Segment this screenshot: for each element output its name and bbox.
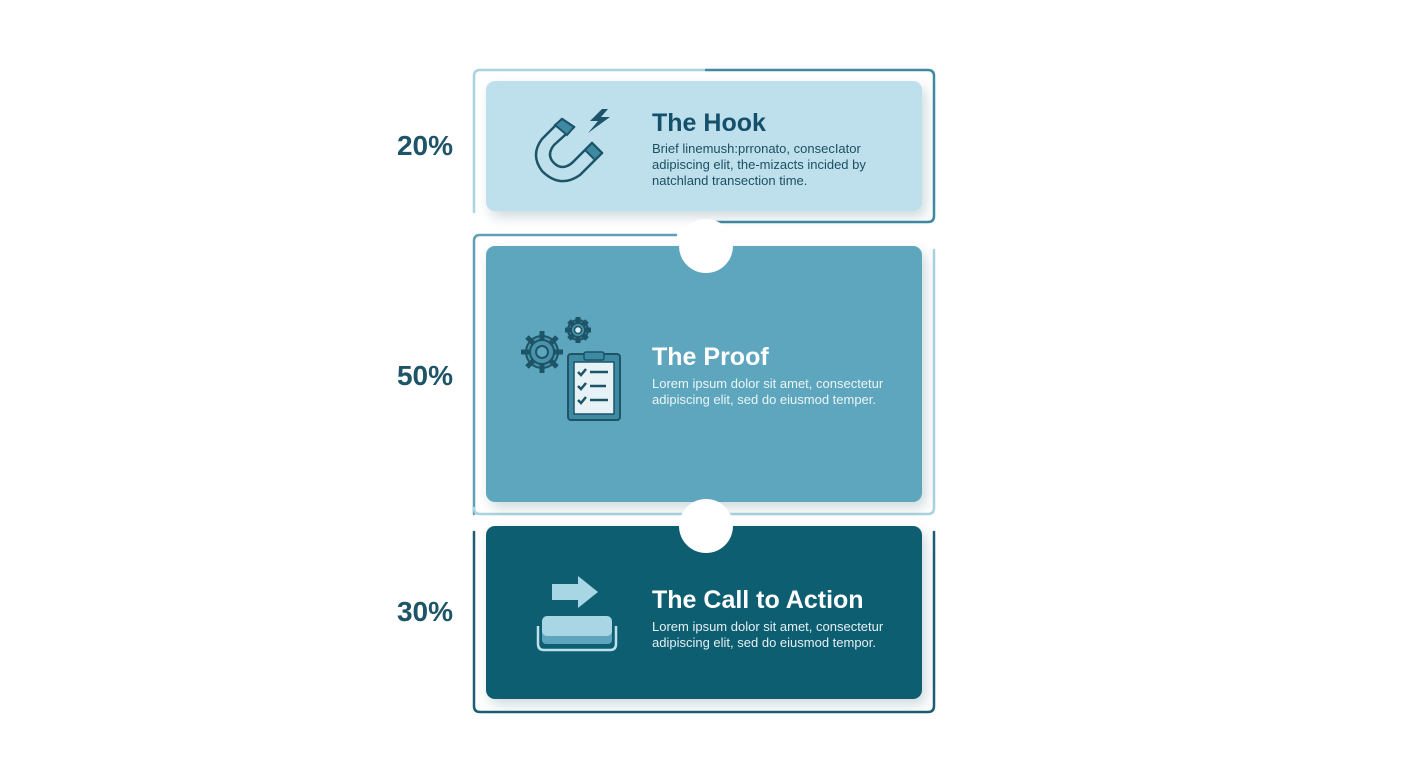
stage-percent: 30%: [396, 596, 454, 627]
stage-title: The Proof: [652, 343, 769, 371]
notch: [679, 219, 733, 273]
stage-card-proof: The Proof Lorem ipsum dolor sit amet, co…: [486, 219, 922, 502]
stage-percent: 20%: [396, 130, 454, 161]
stage-title: The Hook: [652, 109, 766, 137]
stage-description: Lorem ipsum dolor sit amet, consectetur …: [652, 376, 884, 407]
magnet-icon: [534, 109, 610, 183]
stage-description: Lorem ipsum dolor sit amet, consectetur …: [652, 619, 884, 650]
button-arrow-icon: [536, 576, 618, 652]
stage-title: The Call to Action: [652, 586, 864, 614]
gears-clipboard-icon: [521, 317, 621, 421]
stage-percent: 50%: [396, 360, 454, 391]
stage-card-call-to-action: The Call to Action Lorem ipsum dolor sit…: [486, 499, 922, 699]
stage-description: Brief linemush:prronato, consecIator adi…: [652, 141, 866, 188]
notch: [679, 499, 733, 553]
stage-card-hook: The Hook Brief linemush:prronato, consec…: [486, 81, 922, 211]
